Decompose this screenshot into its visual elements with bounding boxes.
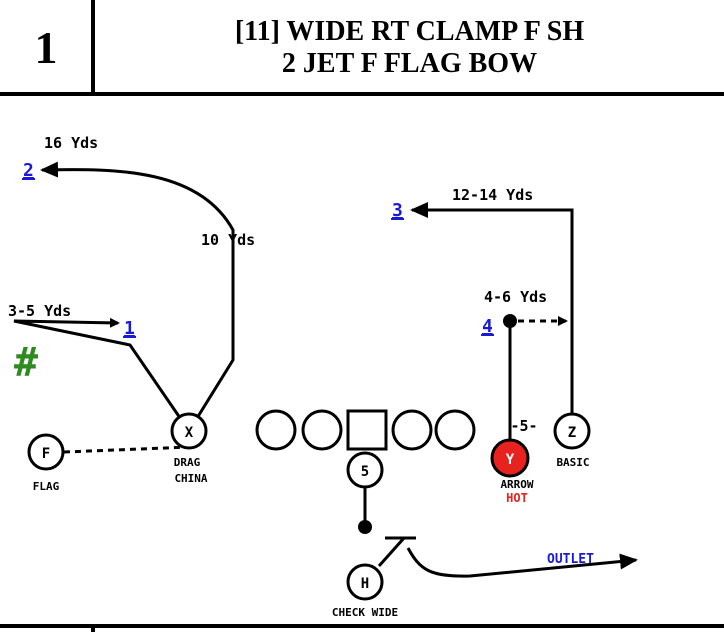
player-x: X bbox=[170, 412, 208, 450]
y-routes bbox=[503, 314, 568, 440]
label-16-yds: 16 Yds bbox=[44, 134, 98, 152]
svg-text:H: H bbox=[361, 576, 369, 592]
route-number-underlines bbox=[22, 178, 494, 338]
route-numbers: 1 2 3 4 bbox=[23, 160, 493, 339]
yardage-labels: 16 Yds 10 Yds 12-14 Yds 4-6 Yds 3-5 Yds bbox=[8, 134, 547, 320]
y-hot-label: HOT bbox=[506, 491, 528, 505]
label-10-yds: 10 Yds bbox=[201, 231, 255, 249]
right-guard bbox=[391, 409, 433, 451]
z-route-name: BASIC bbox=[556, 456, 589, 469]
hash-mark-icon: # bbox=[14, 340, 38, 386]
ball-marker: -5- bbox=[510, 417, 537, 435]
play-title-line-2: 2 JET F FLAG BOW bbox=[281, 48, 538, 79]
x-routes bbox=[13, 161, 235, 432]
player-qb: 5 bbox=[346, 451, 384, 489]
player-y: Y bbox=[490, 438, 530, 478]
x-china-route bbox=[13, 317, 191, 432]
h-route-name: CHECK WIDE bbox=[332, 606, 398, 619]
play-title-line-1: [11] WIDE RT CLAMP F SH bbox=[234, 16, 585, 47]
svg-text:5: 5 bbox=[361, 464, 369, 480]
label-4-6-yds: 4-6 Yds bbox=[484, 288, 547, 306]
player-f: F bbox=[27, 433, 65, 471]
x-drag-route bbox=[40, 161, 235, 432]
svg-text:F: F bbox=[42, 446, 50, 462]
h-routes bbox=[377, 536, 638, 578]
play-number: 1 bbox=[34, 21, 58, 73]
f-route-name: FLAG bbox=[33, 480, 60, 493]
route-number-1: 1 bbox=[124, 318, 135, 339]
offensive-line bbox=[255, 409, 476, 451]
route-number-2: 2 bbox=[23, 160, 34, 181]
x-route-name-drag: DRAG bbox=[174, 456, 201, 469]
player-z: Z bbox=[553, 412, 591, 450]
play-title: [11] WIDE RT CLAMP F SH 2 JET F FLAG BOW bbox=[95, 8, 724, 88]
h-outlet-label: OUTLET bbox=[547, 552, 594, 567]
center bbox=[346, 409, 388, 451]
player-h: H bbox=[346, 563, 384, 601]
svg-text:Z: Z bbox=[568, 425, 576, 441]
f-motion-route bbox=[63, 445, 191, 454]
left-guard bbox=[301, 409, 343, 451]
route-names: DRAG CHINA FLAG ARROW BASIC CHECK WIDE bbox=[33, 456, 590, 619]
x-route-name-china: CHINA bbox=[174, 472, 207, 485]
label-12-14-yds: 12-14 Yds bbox=[452, 186, 533, 204]
left-tackle bbox=[255, 409, 297, 451]
svg-text:Y: Y bbox=[506, 452, 515, 468]
y-route-name: ARROW bbox=[500, 478, 533, 491]
z-basic-route bbox=[410, 202, 574, 415]
route-number-4: 4 bbox=[482, 316, 493, 337]
label-3-5-yds: 3-5 Yds bbox=[8, 302, 71, 320]
right-tackle bbox=[434, 409, 476, 451]
svg-text:X: X bbox=[185, 425, 194, 441]
qb-handoff bbox=[358, 488, 372, 534]
route-number-3: 3 bbox=[392, 200, 403, 221]
